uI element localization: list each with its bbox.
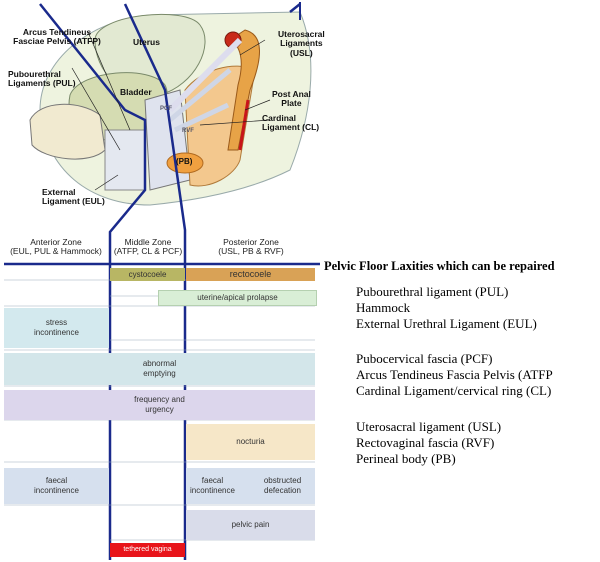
- urethra: [104, 129, 146, 191]
- legend-item: Uterosacral ligament (USL): [356, 419, 502, 434]
- legend-title: Pelvic Floor Laxities which can be repai…: [324, 259, 555, 273]
- legend-item: Arcus Tendineus Fascia Pelvis (ATFP: [356, 367, 553, 382]
- label-atfp: Arcus Tendineus Fasciae Pelvis (ATFP): [13, 27, 101, 47]
- box-faecal-incontinence-right: faecal incontinence: [186, 468, 254, 504]
- zone-line-vertical: [289, 3, 301, 13]
- legend-item: Cardinal Ligament/cervical ring (CL): [356, 383, 552, 398]
- ligament-band: [167, 37, 243, 113]
- label-bladder: Bladder: [120, 87, 152, 97]
- box-cystocoele: cystocoele: [110, 268, 185, 281]
- box-pelvic-pain: pelvic pain: [186, 510, 315, 540]
- label-uterus: Uterus: [133, 37, 160, 47]
- label-eul: External Ligament (EUL): [42, 187, 105, 207]
- label-pb: (PB): [176, 157, 193, 166]
- zone-posterior-label: Posterior Zone (USL, PB & RVF): [218, 237, 284, 257]
- label-usl: Uterosacral Ligaments (USL): [278, 29, 325, 58]
- box-abnormal-emptying: abnormal emptying: [4, 353, 315, 385]
- label-cl: Cardinal Ligament (CL): [262, 113, 320, 133]
- box-prolapse: uterine/apical prolapse: [158, 290, 317, 306]
- zone-anterior-label: Anterior Zone (EUL, PUL & Hammock): [10, 237, 102, 257]
- label-pul: Pubourethral Ligaments (PUL): [8, 69, 76, 89]
- ligament-band: [168, 68, 232, 122]
- legend-item: Hammock: [356, 300, 411, 315]
- ligament-band: [173, 102, 230, 133]
- label-rvf: RVF: [182, 128, 194, 134]
- box-rectocoele: rectocoele: [186, 268, 315, 281]
- box-frequency-urgency: frequency and urgency: [4, 390, 315, 420]
- label-post-anal: Post Anal Plate: [272, 89, 311, 109]
- legend-item: Rectovaginal fascia (RVF): [356, 435, 495, 450]
- legend-group-anterior: Pubourethral ligament (PUL) Hammock Exte…: [356, 284, 537, 332]
- legend-item: Pubocervical fascia (PCF): [356, 351, 493, 366]
- legend-item: External Urethral Ligament (EUL): [356, 316, 537, 331]
- pubic-bone: [29, 103, 106, 160]
- box-tethered-vagina: tethered vagina: [110, 543, 185, 557]
- label-pcf: PCF: [160, 106, 172, 112]
- post-anal-plate: [238, 99, 250, 151]
- legend-group-posterior: Uterosacral ligament (USL) Rectovaginal …: [356, 419, 501, 467]
- box-obstructed-defecation: obstructed defecation: [250, 468, 315, 504]
- zone-line-anterior: [39, 3, 147, 560]
- legend-item: Pubourethral ligament (PUL): [356, 284, 509, 299]
- box-nocturia: nocturia: [186, 424, 315, 460]
- legend-group-middle: Pubocervical fascia (PCF) Arcus Tendineu…: [356, 351, 553, 399]
- legend-item: Perineal body (PB): [356, 451, 456, 466]
- zone-middle-label: Middle Zone (ATFP, CL & PCF): [113, 237, 183, 257]
- box-stress-incontinence: stress incontinence: [4, 308, 109, 348]
- box-faecal-incontinence-left: faecal incontinence: [4, 468, 109, 504]
